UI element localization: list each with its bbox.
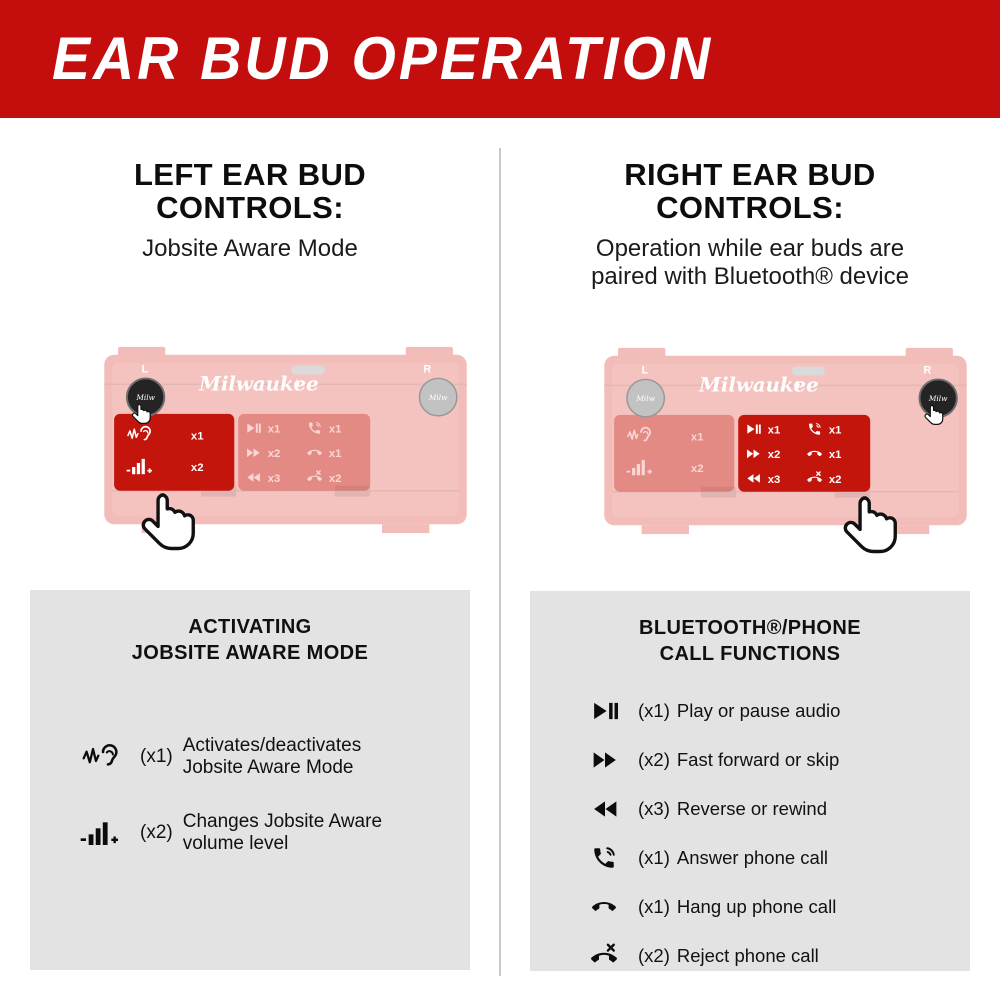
svg-text:x3: x3 [268, 473, 281, 485]
function-description: Activates/deactivates Jobsite Aware Mode [182, 735, 362, 779]
svg-text:Milw: Milw [635, 394, 655, 403]
function-description: Changes Jobsite Aware volume level [182, 811, 383, 855]
left-bud-letter: L [642, 364, 649, 376]
svg-text:x1: x1 [829, 424, 842, 436]
left-earbud-inactive: Milw [626, 378, 666, 418]
aware-function-list: (x1) Activates/deactivates Jobsite Aware… [30, 734, 470, 856]
media-call-grid-highlighted: x1 x1 x2 x1 x3 x2 [738, 414, 871, 492]
jobsite-aware-panel-faded: x1 x2 [614, 414, 735, 492]
press-count: (x1) [140, 746, 173, 768]
svg-text:x1: x1 [191, 431, 204, 443]
function-row: (x3) Reverse or rewind [530, 785, 970, 834]
right-subtitle: Operation while ear buds are paired with… [591, 234, 909, 291]
svg-text:x2: x2 [691, 463, 704, 475]
right-heading: RIGHT EAR BUD CONTROLS: [500, 158, 1000, 225]
function-row: (x1) Activates/deactivates Jobsite Aware… [30, 734, 470, 780]
svg-text:x1: x1 [329, 448, 342, 460]
left-heading-line2: CONTROLS: [156, 190, 344, 226]
right-earbud-inactive: Milw [418, 377, 458, 417]
reject-call-icon [590, 943, 638, 969]
hang-up-icon [590, 895, 638, 919]
svg-text:x2: x2 [191, 462, 204, 474]
play-pause-icon [590, 698, 638, 724]
earbud-case-right-highlight: Milwaukee L R x1 x2 Milw [604, 347, 967, 534]
jobsite-aware-info-panel: ACTIVATING JOBSITE AWARE MODE (x1) Activ… [30, 590, 470, 971]
column-divider [499, 148, 501, 976]
brand-logo: Milwaukee [198, 373, 318, 396]
svg-text:x2: x2 [268, 448, 281, 460]
right-earbud-section: RIGHT EAR BUD CONTROLS: Operation while … [500, 118, 1000, 971]
svg-text:x2: x2 [768, 449, 781, 461]
media-call-grid-faded: x1 x1 x2 x1 x3 x2 [238, 414, 371, 491]
left-earbud-highlighted: Milw [125, 377, 166, 425]
svg-text:Milw: Milw [928, 394, 948, 403]
svg-text:x1: x1 [691, 431, 704, 443]
brand-logo: Milwaukee [698, 373, 818, 396]
svg-text:Milw: Milw [428, 393, 448, 402]
svg-text:x2: x2 [829, 473, 842, 485]
right-earbud-highlighted: Milw [918, 378, 958, 425]
svg-text:x1: x1 [329, 424, 342, 436]
latch [791, 366, 825, 376]
left-heading-line1: LEFT EAR BUD [133, 157, 367, 192]
right-bud-letter: R [423, 364, 431, 376]
right-panel-heading: BLUETOOTH®/PHONE CALL FUNCTIONS [639, 616, 861, 665]
function-row: (x1) Play or pause audio [530, 687, 970, 736]
svg-text:x3: x3 [768, 473, 781, 485]
phone-function-list: (x1) Play or pause audio (x2) Fast forwa… [530, 687, 970, 981]
function-row: (x2) Fast forward or skip [530, 736, 970, 785]
left-panel-heading: ACTIVATING JOBSITE AWARE MODE [131, 616, 369, 665]
right-heading-line2: CONTROLS: [656, 190, 844, 226]
pointer-hand-icon [141, 489, 203, 557]
answer-call-icon [590, 845, 638, 871]
header-banner: EAR BUD OPERATION [0, 0, 1000, 118]
pointer-hand-icon [843, 492, 905, 560]
right-bud-letter: R [923, 364, 931, 376]
rewind-icon [590, 796, 638, 822]
press-count: (x2) [140, 822, 173, 844]
svg-text:x2: x2 [329, 473, 342, 485]
function-row: (x2) Reject phone call [530, 932, 970, 981]
page-title: EAR BUD OPERATION [52, 25, 714, 93]
bluetooth-phone-info-panel: BLUETOOTH®/PHONE CALL FUNCTIONS (x1) Pla… [530, 590, 970, 971]
svg-text:Milw: Milw [135, 393, 155, 402]
right-case-illustration: Milwaukee L R x1 x2 Milw [593, 342, 978, 539]
volume-level-icon [74, 817, 138, 849]
jobsite-aware-panel-highlighted: x1 x2 [114, 414, 235, 491]
svg-text:x1: x1 [268, 424, 281, 436]
right-heading-line1: RIGHT EAR BUD [624, 157, 876, 192]
left-subtitle: Jobsite Aware Mode [142, 234, 358, 262]
function-row: (x2) Changes Jobsite Aware volume level [30, 810, 470, 856]
jobsite-aware-mode-icon [74, 741, 138, 773]
earbud-case-left-highlight: Milwaukee L R x1 x1 x2 x1 [104, 347, 467, 534]
svg-text:x1: x1 [829, 449, 842, 461]
left-earbud-section: LEFT EAR BUD CONTROLS: Jobsite Aware Mod… [0, 118, 500, 971]
svg-text:x1: x1 [768, 424, 781, 436]
left-heading: LEFT EAR BUD CONTROLS: [0, 158, 500, 225]
fast-forward-icon [590, 747, 638, 773]
function-row: (x1) Answer phone call [530, 834, 970, 883]
function-row: (x1) Hang up phone call [530, 883, 970, 932]
latch [291, 365, 325, 375]
left-case-illustration: Milwaukee L R x1 x1 x2 x1 [93, 341, 478, 538]
left-bud-letter: L [142, 364, 149, 376]
